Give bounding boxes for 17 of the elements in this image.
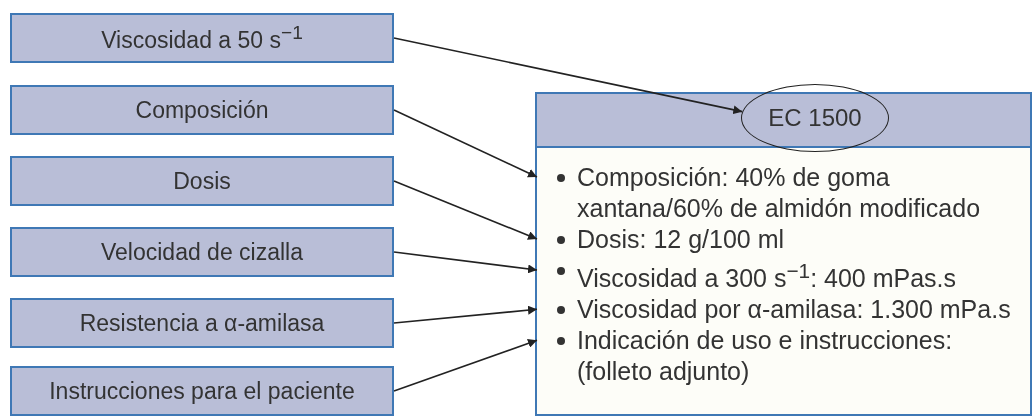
arrow (393, 37, 744, 115)
bullet-text: Viscosidad a 300 s$^{−1}$: 400 mPas.s (577, 264, 957, 293)
attribute-box: Composición (10, 85, 394, 135)
attribute-box: Velocidad de cizalla (10, 227, 394, 277)
arrow (393, 339, 538, 392)
arrow (393, 109, 538, 178)
arrow (393, 251, 538, 274)
arrow (393, 305, 538, 324)
bullet-text: Indicación de uso e instrucciones: (folleto adjunto) (577, 326, 953, 386)
attribute-box: Dosis (10, 156, 394, 206)
bullet-text: Composición: 40% de goma xantana/60% de almidón modificado (577, 163, 981, 222)
bullet-text: Viscosidad por α-amilasa: 1.300 mPa.s (577, 295, 1011, 324)
attribute-box: Resistencia a α-amilasa (10, 298, 394, 348)
attribute-box: Instrucciones para el paciente (10, 366, 394, 416)
arrow (393, 180, 538, 240)
bullet-text: Dosis: 12 g/100 ml (577, 225, 785, 253)
attribute-box: Viscosidad a 50 s$^{−1}$ (10, 13, 394, 63)
